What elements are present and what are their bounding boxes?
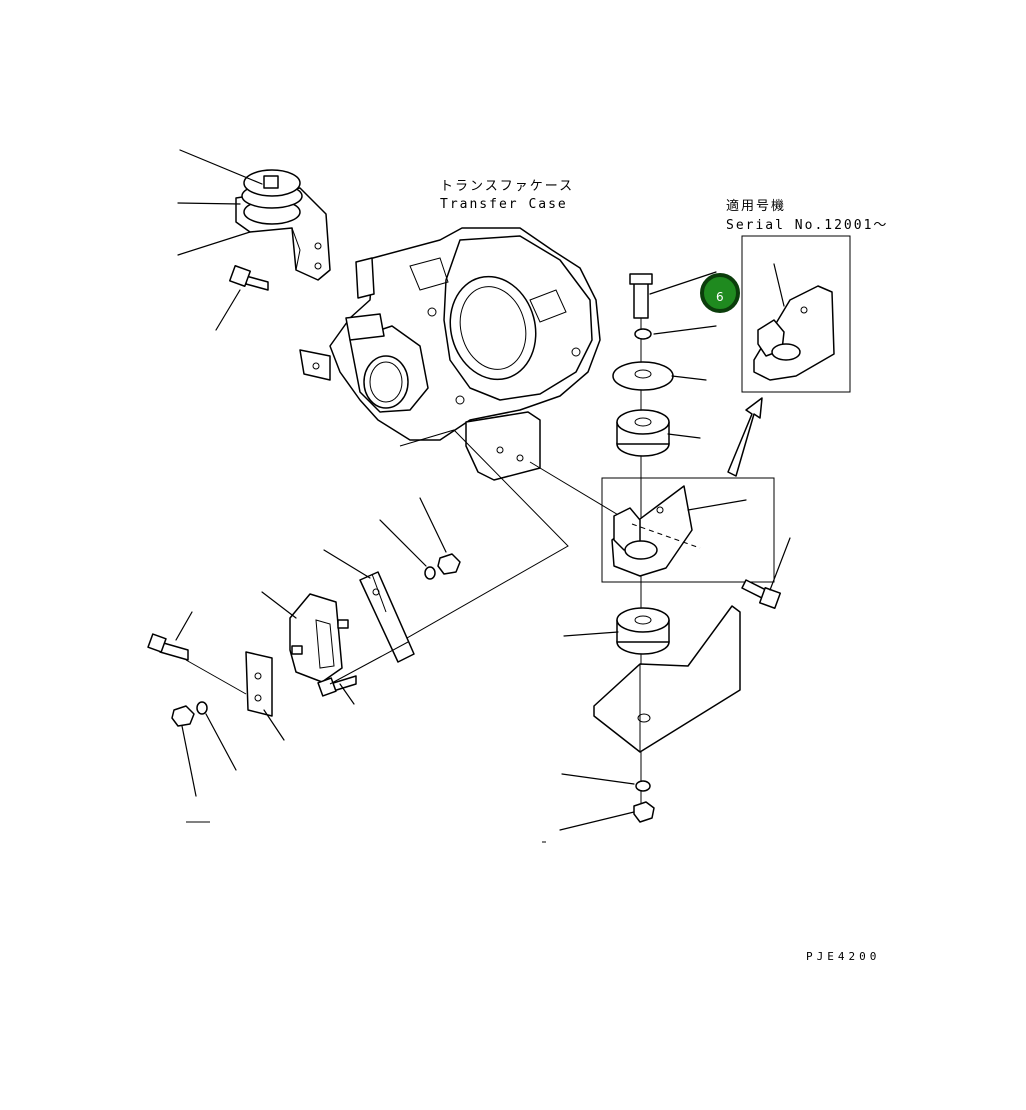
callout-badge-6[interactable]: 6: [702, 275, 738, 311]
serial-variant-bracket: [742, 236, 850, 392]
serial-number-note: Serial No.12001～: [726, 218, 888, 233]
callout-number: 6: [716, 290, 724, 304]
transfer-case: [300, 228, 620, 516]
callout-circle: [702, 275, 738, 311]
transfer-case-label-jp: トランスファケース: [440, 179, 574, 194]
applicable-label-jp: 適用号機: [726, 198, 786, 214]
upper-left-mount-assembly: [178, 150, 330, 330]
transfer-case-label-en: Transfer Case: [440, 197, 568, 212]
left-bracket-assembly: [148, 430, 568, 842]
right-mount-stack: [560, 272, 790, 830]
drawing-code: PJE4200: [806, 950, 880, 963]
